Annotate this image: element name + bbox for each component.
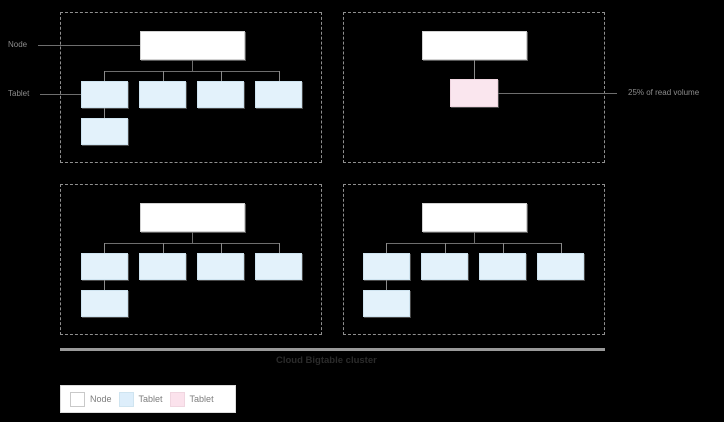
legend-item-tablet: Tablet (118, 391, 163, 407)
connector-drop-bl-2 (163, 243, 164, 253)
legend-label-hot-tablet: Tablet (189, 393, 214, 404)
connector-drop-tl-2 (163, 71, 164, 81)
cluster-panel-bottom-right (343, 184, 605, 335)
connector-trunk-tr (474, 60, 475, 79)
node-annotation-label: Node (8, 40, 28, 49)
cluster-separator-rule (60, 348, 605, 351)
tablet-box-bl-5 (81, 290, 128, 317)
connector-drop-br-1 (386, 243, 387, 253)
connector-drop-br-5 (386, 280, 387, 290)
connector-bus-br (386, 243, 562, 244)
cluster-title: Cloud Bigtable cluster (276, 355, 377, 366)
hot-tablet-box-top-right (450, 79, 498, 107)
connector-drop-tl-3 (221, 71, 222, 81)
hotspot-annotation-label: 25% of read volume (628, 88, 700, 97)
node-box-bottom-left (140, 203, 245, 232)
legend-item-node: Node (70, 391, 112, 407)
connector-bus-bl (104, 243, 280, 244)
blue-square-icon (118, 391, 134, 407)
legend-label-node: Node (90, 393, 112, 404)
cluster-panel-bottom-left (60, 184, 322, 335)
connector-trunk-tl (192, 60, 193, 72)
node-box-top-right (422, 31, 527, 60)
connector-drop-tl-5 (104, 108, 105, 118)
connector-trunk-br (474, 232, 475, 244)
connector-drop-bl-1 (104, 243, 105, 253)
tablet-box-br-2 (421, 253, 468, 280)
connector-drop-bl-5 (104, 280, 105, 290)
tablet-box-br-3 (479, 253, 526, 280)
tablet-box-bl-3 (197, 253, 244, 280)
tablet-box-bl-2 (139, 253, 186, 280)
connector-drop-tl-4 (279, 71, 280, 81)
white-square-icon (70, 391, 85, 407)
connector-drop-br-4 (561, 243, 562, 253)
connector-drop-bl-4 (279, 243, 280, 253)
connector-bus-tl (104, 71, 280, 72)
tablet-box-tl-3 (197, 81, 244, 108)
tablet-box-bl-1 (81, 253, 128, 280)
connector-drop-br-2 (445, 243, 446, 253)
tablet-box-tl-2 (139, 81, 186, 108)
tablet-box-tl-4 (255, 81, 302, 108)
cluster-panel-top-right (343, 12, 605, 163)
tablet-box-br-4 (537, 253, 584, 280)
legend-label-tablet: Tablet (138, 393, 163, 404)
legend-item-hot-tablet: Tablet (169, 391, 214, 407)
legend: Node Tablet Tablet (60, 385, 236, 413)
tablet-leader-line (40, 94, 81, 95)
tablet-box-br-5 (363, 290, 410, 317)
pink-square-icon (169, 391, 185, 407)
tablet-box-tl-5 (81, 118, 128, 145)
node-box-bottom-right (422, 203, 527, 232)
cluster-panel-top-left (60, 12, 322, 163)
tablet-box-bl-4 (255, 253, 302, 280)
tablet-annotation-label: Tablet (8, 89, 30, 98)
connector-drop-br-3 (503, 243, 504, 253)
connector-drop-bl-3 (221, 243, 222, 253)
tablet-box-tl-1 (81, 81, 128, 108)
tablet-box-br-1 (363, 253, 410, 280)
node-box-top-left (140, 31, 245, 60)
node-leader-line (38, 45, 140, 46)
hotspot-leader-line (498, 93, 617, 94)
connector-drop-tl-1 (104, 71, 105, 81)
connector-trunk-bl (192, 232, 193, 244)
